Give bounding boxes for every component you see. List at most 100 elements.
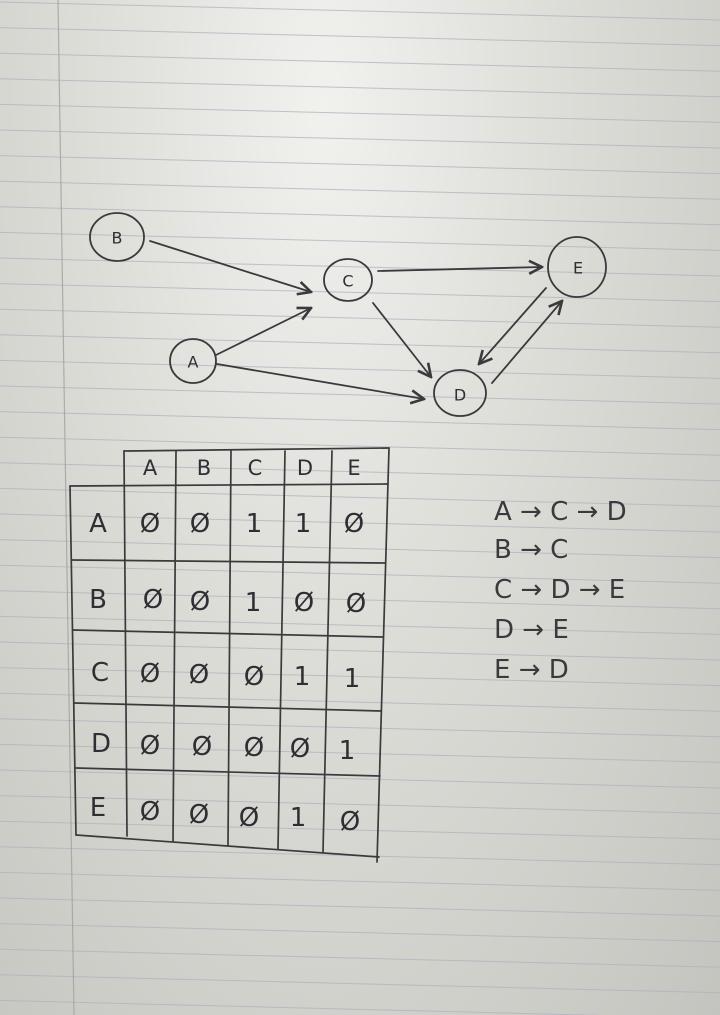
ruled-line — [0, 564, 720, 584]
matrix-cell-a-e: Ø — [344, 509, 364, 539]
ruled-line — [0, 52, 720, 72]
matrix-cell-e-a: Ø — [140, 797, 160, 827]
matrix-row-b: B Ø Ø 1 Ø Ø — [89, 585, 366, 619]
matrix-row-a: A Ø Ø 1 1 Ø — [89, 509, 364, 539]
row-label-b: B — [89, 585, 107, 615]
edge-a-c — [215, 308, 311, 356]
matrix-cell-c-c: Ø — [244, 662, 264, 692]
edge-c-d — [372, 302, 431, 377]
node-d: D — [433, 369, 487, 417]
ruled-line — [0, 590, 720, 610]
ruled-line — [0, 206, 720, 226]
ruled-line — [0, 999, 605, 1015]
ruled-line — [0, 283, 720, 303]
edge-c-e — [377, 267, 542, 271]
matrix-cell-b-a: Ø — [143, 585, 163, 615]
matrix-cell-c-a: Ø — [140, 659, 160, 689]
ruled-line — [0, 923, 720, 943]
ruled-line — [0, 180, 720, 200]
matrix-row-c: C Ø Ø Ø 1 1 — [91, 658, 360, 694]
matrix-cell-b-d: Ø — [294, 588, 314, 618]
ruled-line — [0, 462, 720, 482]
node-b: B — [89, 212, 145, 262]
ruled-line — [0, 27, 720, 47]
matrix-cell-c-d: 1 — [294, 662, 311, 692]
matrix-cell-b-b: Ø — [190, 587, 210, 617]
adjacency-list-e: E → D — [494, 655, 569, 685]
adjacency-list: A → C → D B → C C → D → E D → E E → D — [494, 497, 627, 685]
ruled-line — [0, 334, 720, 354]
matrix-grid-line — [376, 447, 390, 863]
matrix-grid-line — [71, 559, 386, 564]
col-header-e: E — [347, 456, 360, 480]
matrix-cell-a-b: Ø — [190, 509, 210, 539]
ruled-line — [0, 436, 720, 456]
matrix-grid-line — [73, 702, 382, 712]
matrix-cell-b-c: 1 — [245, 588, 262, 618]
matrix-grid-line — [75, 834, 380, 858]
matrix-cell-c-b: Ø — [189, 660, 209, 690]
ruled-line — [0, 539, 720, 559]
matrix-row-e: E Ø Ø Ø 1 Ø — [90, 793, 360, 837]
adjacency-list-d: D → E — [494, 615, 569, 645]
matrix-cell-d-b: Ø — [192, 732, 212, 762]
ruled-line — [0, 411, 720, 431]
col-header-a: A — [143, 456, 158, 480]
matrix-grid-line — [227, 450, 232, 846]
adjacency-list-b: B → C — [494, 535, 568, 565]
ruled-line — [0, 743, 720, 763]
ruled-line — [0, 820, 720, 840]
adjacency-list-a: A → C → D — [494, 497, 627, 527]
matrix-cell-d-e: 1 — [339, 736, 356, 766]
node-d-label: D — [454, 386, 466, 405]
matrix-cell-d-d: Ø — [290, 734, 310, 764]
matrix-cell-a-c: 1 — [246, 509, 263, 539]
matrix-cell-e-b: Ø — [189, 800, 209, 830]
adjacency-matrix: A B C D E A Ø Ø 1 1 Ø B Ø Ø 1 Ø Ø — [69, 447, 390, 863]
matrix-grid-line — [172, 450, 177, 842]
matrix-grid — [69, 447, 390, 863]
row-label-a: A — [89, 509, 107, 539]
ruled-line — [0, 795, 720, 815]
node-a-label: A — [188, 353, 199, 372]
graph-edges — [149, 240, 562, 399]
ruled-line — [0, 385, 720, 405]
col-header-c: C — [248, 456, 263, 480]
ruled-line — [0, 897, 720, 917]
col-header-d: D — [297, 456, 313, 480]
matrix-grid-line — [72, 629, 384, 638]
edge-d-e — [491, 301, 562, 384]
ruled-line — [0, 769, 720, 789]
matrix-grid-line — [123, 447, 390, 452]
edge-a-d — [216, 363, 424, 399]
matrix-cell-d-c: Ø — [244, 733, 264, 763]
ruled-line — [0, 308, 720, 328]
ruled-line — [0, 718, 720, 738]
matrix-cell-e-c: Ø — [239, 803, 259, 833]
ruled-line — [0, 692, 720, 712]
node-c-label: C — [342, 272, 353, 291]
matrix-cell-c-e: 1 — [344, 664, 361, 694]
col-header-b: B — [197, 456, 211, 480]
ruled-line — [0, 487, 720, 507]
node-e-label: E — [573, 259, 583, 278]
ruled-line — [0, 667, 720, 687]
margin-line — [57, 0, 75, 1015]
matrix-cell-e-d: 1 — [290, 803, 307, 833]
matrix-grid-line — [322, 450, 333, 853]
node-a: A — [169, 338, 217, 384]
ruled-line — [0, 129, 720, 149]
node-e: E — [547, 236, 607, 298]
matrix-grid-line — [69, 485, 77, 836]
matrix-cell-d-a: Ø — [140, 731, 160, 761]
matrix-cell-a-a: Ø — [140, 509, 160, 539]
matrix-cell-a-d: 1 — [295, 509, 312, 539]
ruled-line — [0, 615, 720, 635]
ruled-line — [0, 359, 720, 379]
matrix-cell-e-e: Ø — [340, 807, 360, 837]
ruled-line — [0, 103, 720, 123]
edge-e-d — [479, 287, 547, 364]
matrix-grid-line — [69, 483, 389, 487]
